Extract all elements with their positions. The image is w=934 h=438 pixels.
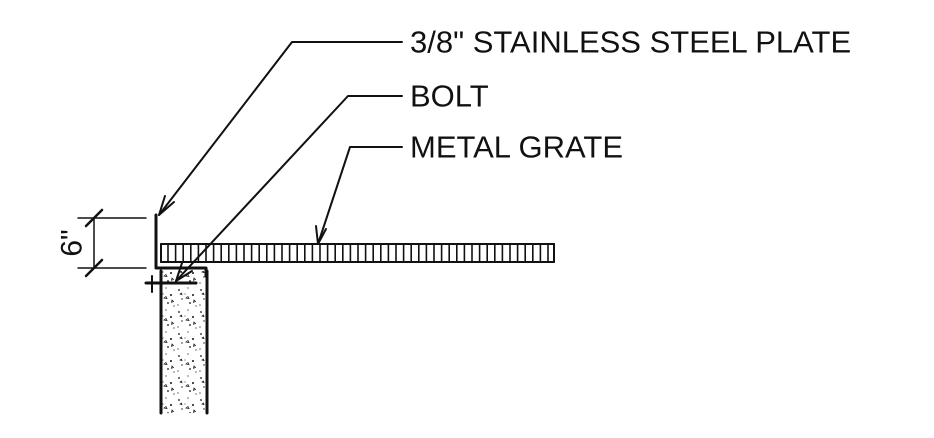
bolt: [144, 275, 198, 293]
dimension-label: 6": [56, 229, 89, 256]
grate-label: METAL GRATE: [410, 130, 623, 165]
bolt-leader: [175, 95, 403, 282]
plate-label: 3/8" STAINLESS STEEL PLATE: [410, 25, 851, 60]
plate-leader: [158, 41, 403, 216]
concrete-wall: [159, 269, 209, 415]
dimension-6in: 6": [56, 208, 147, 278]
metal-grate: [160, 243, 555, 263]
grate-leader: [315, 146, 403, 245]
bolt-label: BOLT: [410, 79, 489, 114]
